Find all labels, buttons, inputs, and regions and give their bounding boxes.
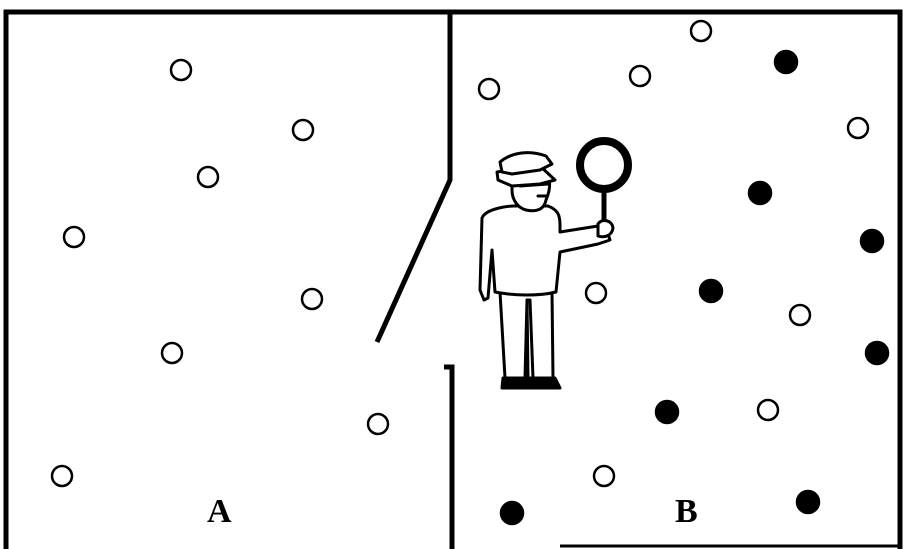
hollow-particle	[171, 60, 191, 80]
hollow-particle	[586, 283, 606, 303]
chamber-a-label: A	[207, 493, 232, 530]
hollow-particle	[790, 305, 810, 325]
filled-particle	[775, 51, 797, 73]
hollow-particle	[302, 289, 322, 309]
filled-particle	[501, 502, 523, 524]
hollow-particle	[848, 118, 868, 138]
partition-lower	[444, 367, 452, 549]
gatekeeper-with-round-sign-icon	[480, 141, 628, 388]
filled-particle	[866, 342, 888, 364]
chamber-b-label: B	[675, 493, 698, 530]
filled-particle	[861, 230, 883, 252]
hollow-particle	[162, 343, 182, 363]
hollow-particle	[368, 414, 388, 434]
hollow-particle	[64, 227, 84, 247]
hollow-particle	[52, 466, 72, 486]
particles-group	[52, 21, 888, 524]
filled-particle	[700, 280, 722, 302]
filled-particle	[656, 401, 678, 423]
filled-particle	[749, 182, 771, 204]
hollow-particle	[198, 167, 218, 187]
hollow-particle	[594, 466, 614, 486]
filled-particle	[797, 491, 819, 513]
partition-upper	[377, 12, 450, 342]
hollow-particle	[758, 400, 778, 420]
hollow-particle	[691, 21, 711, 41]
hollow-particle	[293, 120, 313, 140]
hollow-particle	[479, 79, 499, 99]
hollow-particle	[630, 66, 650, 86]
